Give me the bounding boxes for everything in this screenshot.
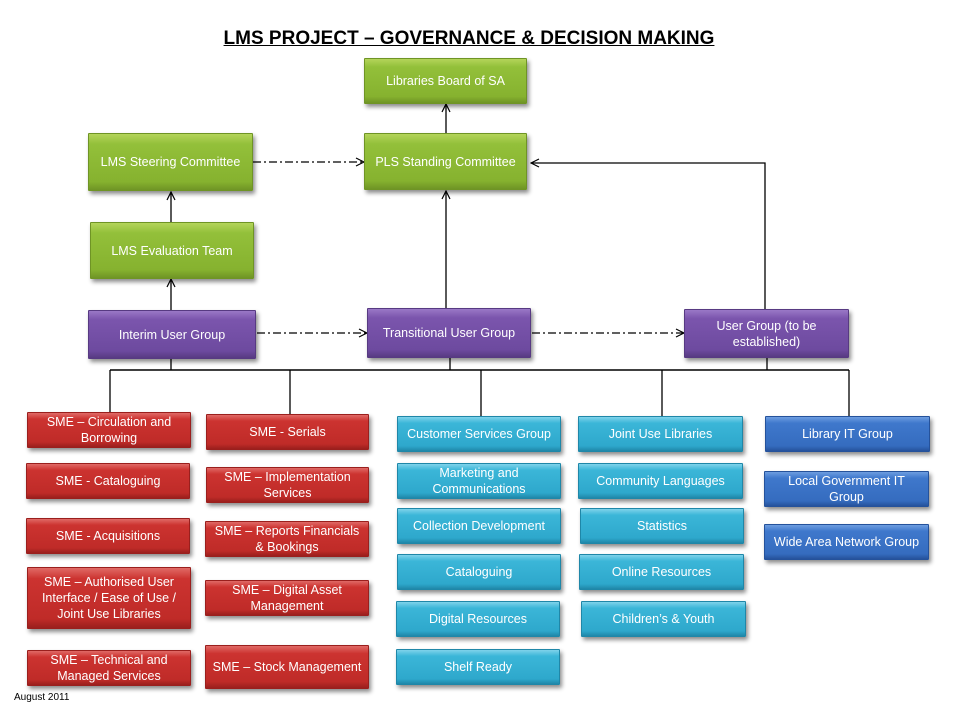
node-statistics: Statistics bbox=[580, 508, 744, 544]
node-marketing-communications: Marketing and Communications bbox=[397, 463, 561, 499]
page-title: LMS PROJECT – GOVERNANCE & DECISION MAKI… bbox=[223, 28, 715, 49]
node-local-government-it-group: Local Government IT Group bbox=[764, 471, 929, 507]
node-joint-use-libraries: Joint Use Libraries bbox=[578, 416, 743, 452]
node-customer-services-group: Customer Services Group bbox=[397, 416, 561, 452]
node-sme-circulation: SME – Circulation and Borrowing bbox=[27, 412, 191, 448]
node-cataloguing: Cataloguing bbox=[397, 554, 561, 590]
node-sme-reports-financials: SME – Reports Financials & Bookings bbox=[205, 521, 369, 557]
node-online-resources: Online Resources bbox=[579, 554, 744, 590]
node-childrens-youth: Children’s & Youth bbox=[581, 601, 746, 637]
node-lms-steering-committee: LMS Steering Committee bbox=[88, 133, 253, 191]
node-libraries-board: Libraries Board of SA bbox=[364, 58, 527, 104]
node-wide-area-network-group: Wide Area Network Group bbox=[764, 524, 929, 560]
node-digital-resources: Digital Resources bbox=[396, 601, 560, 637]
node-sme-authorised-user-interface: SME – Authorised User Interface / Ease o… bbox=[27, 567, 191, 629]
node-library-it-group: Library IT Group bbox=[765, 416, 930, 452]
node-lms-evaluation-team: LMS Evaluation Team bbox=[90, 222, 254, 279]
node-pls-standing-committee: PLS Standing Committee bbox=[364, 133, 527, 190]
node-transitional-user-group: Transitional User Group bbox=[367, 308, 531, 358]
node-sme-cataloguing: SME - Cataloguing bbox=[26, 463, 190, 499]
node-sme-technical-managed-services: SME – Technical and Managed Services bbox=[27, 650, 191, 686]
node-sme-acquisitions: SME - Acquisitions bbox=[26, 518, 190, 554]
node-user-group-future: User Group (to be established) bbox=[684, 309, 849, 358]
node-community-languages: Community Languages bbox=[578, 463, 743, 499]
node-sme-implementation-services: SME – Implementation Services bbox=[206, 467, 369, 503]
node-sme-serials: SME - Serials bbox=[206, 414, 369, 450]
node-collection-development: Collection Development bbox=[397, 508, 561, 544]
node-sme-digital-asset-management: SME – Digital Asset Management bbox=[205, 580, 369, 616]
node-interim-user-group: Interim User Group bbox=[88, 310, 256, 359]
footer-date: August 2011 bbox=[14, 692, 70, 703]
node-sme-stock-management: SME – Stock Management bbox=[205, 645, 369, 689]
node-shelf-ready: Shelf Ready bbox=[396, 649, 560, 685]
